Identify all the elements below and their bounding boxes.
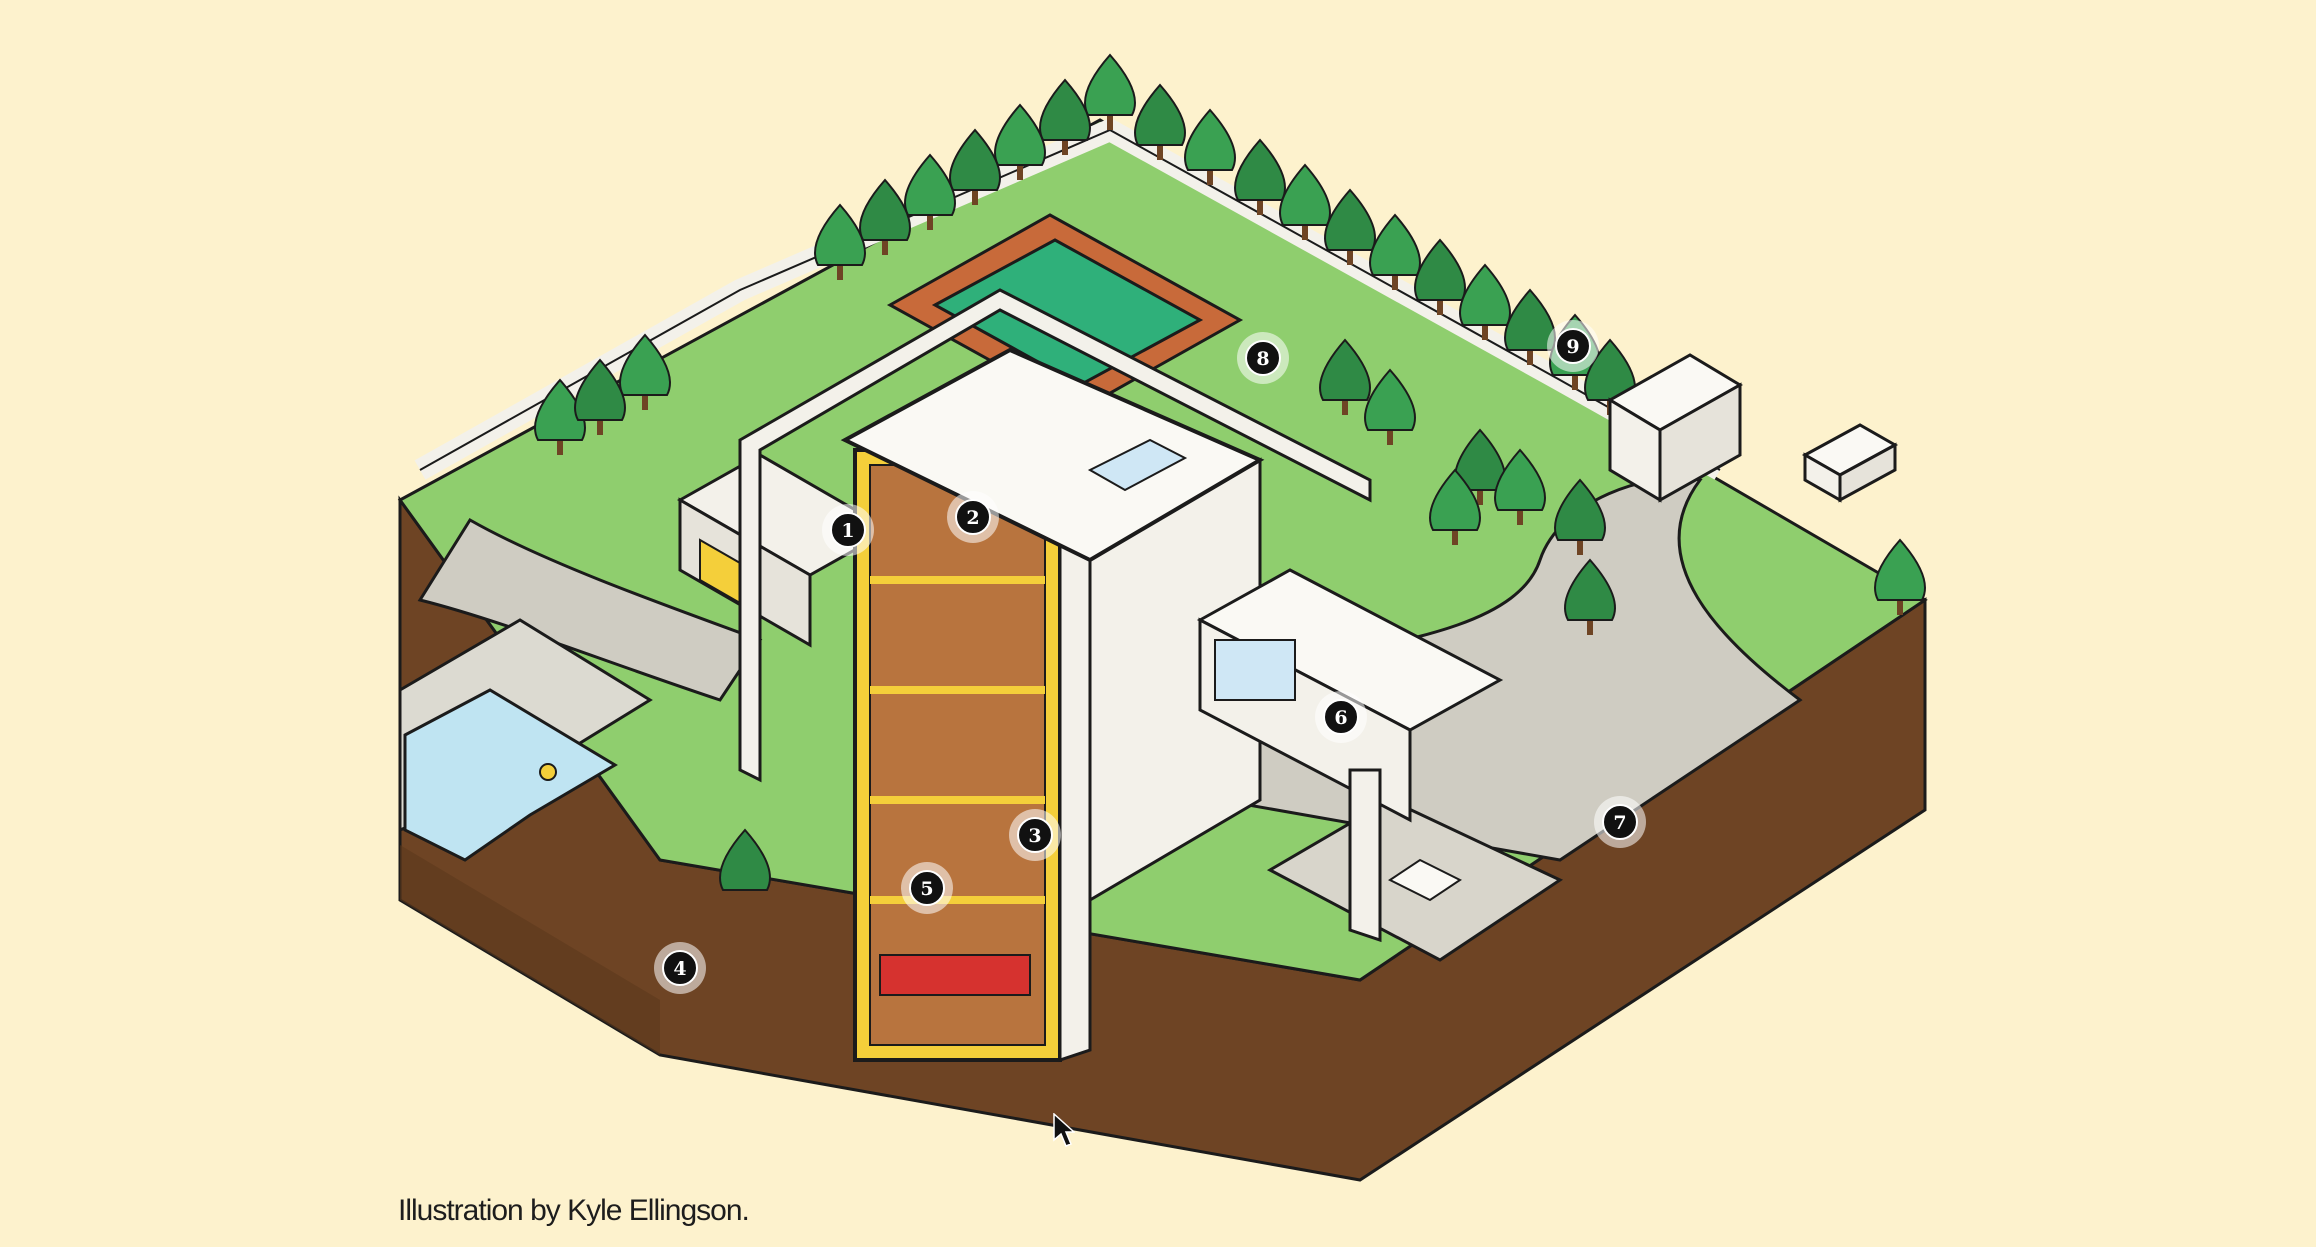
tree — [1364, 368, 1416, 445]
tree — [1564, 558, 1616, 635]
tree — [619, 333, 671, 410]
tree — [1874, 538, 1926, 615]
tree — [1324, 188, 1376, 265]
marker-label: 5 — [920, 878, 933, 900]
marker-6[interactable]: 6 — [1315, 691, 1367, 743]
marker-label: 3 — [1028, 825, 1041, 847]
marker-9[interactable]: 9 — [1547, 320, 1599, 372]
tree — [1414, 238, 1466, 315]
tree — [1279, 163, 1331, 240]
mouse-pointer-icon — [1053, 1113, 1075, 1147]
fountain — [1388, 858, 1462, 902]
tree — [1454, 428, 1506, 505]
marker-3[interactable]: 3 — [1009, 809, 1061, 861]
wing-pillar — [1348, 768, 1382, 943]
red-floor — [879, 954, 1031, 996]
pool-water — [403, 688, 618, 862]
delivery-van — [1801, 423, 1899, 503]
tree — [1319, 338, 1371, 415]
tree — [1504, 288, 1556, 365]
tree — [1039, 78, 1091, 155]
marker-1[interactable]: 1 — [822, 504, 874, 556]
tree — [1234, 138, 1286, 215]
marker-2[interactable]: 2 — [947, 491, 999, 543]
illustration-credit: Illustration by Kyle Ellingson. — [398, 1194, 750, 1227]
tree — [1184, 108, 1236, 185]
soil-shadow — [400, 845, 660, 1055]
marker-label: 6 — [1334, 707, 1347, 729]
main-roof — [840, 347, 1265, 563]
trees — [534, 53, 1926, 905]
marker-label: 8 — [1256, 348, 1269, 370]
tree — [1554, 478, 1606, 555]
marker-label: 1 — [841, 520, 854, 542]
gatehouse — [1607, 353, 1743, 503]
marker-label: 2 — [966, 507, 979, 529]
tree — [1134, 83, 1186, 160]
tree — [1459, 263, 1511, 340]
overhead-frame — [738, 288, 1372, 783]
tree — [904, 153, 956, 230]
tree — [719, 828, 771, 905]
tree — [859, 178, 911, 255]
tree — [1369, 213, 1421, 290]
marker-5[interactable]: 5 — [901, 862, 953, 914]
marker-label: 7 — [1613, 812, 1626, 834]
skylight — [1087, 438, 1188, 492]
side-path — [417, 517, 763, 702]
tree — [1084, 53, 1136, 130]
pool — [403, 688, 618, 862]
tree — [1429, 468, 1481, 545]
pool-ball — [539, 763, 557, 781]
markers: 1 2 3 4 5 6 7 8 9 — [654, 320, 1646, 994]
marker-4[interactable]: 4 — [654, 942, 706, 994]
marker-8[interactable]: 8 — [1237, 332, 1289, 384]
tree — [574, 358, 626, 435]
marker-label: 9 — [1566, 336, 1579, 358]
tree — [949, 128, 1001, 205]
tree — [1494, 448, 1546, 525]
marker-7[interactable]: 7 — [1594, 796, 1646, 848]
marker-label: 4 — [673, 958, 686, 980]
wing-windows — [1214, 639, 1296, 701]
tree — [814, 203, 866, 280]
tree — [994, 103, 1046, 180]
